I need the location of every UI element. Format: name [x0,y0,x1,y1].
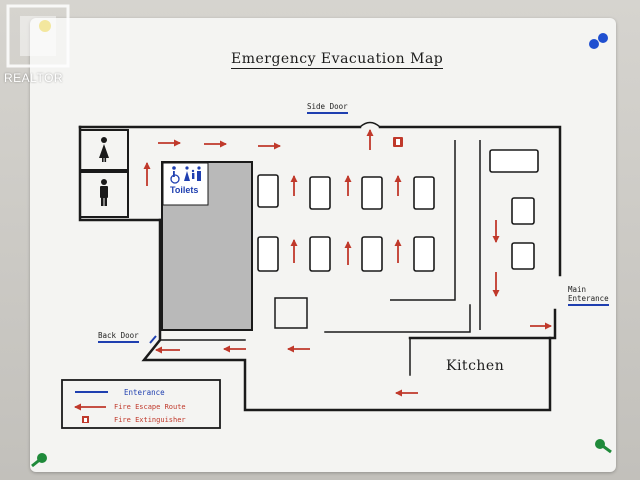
side-door-label: Side Door [307,102,348,114]
wheelchair-icon [170,166,180,184]
partitions [274,140,481,330]
man-icon [100,179,108,206]
entrance-doors [149,335,157,344]
walls [78,121,562,412]
realtor-logo-icon [6,4,70,68]
legend-fire-extinguisher: Fire Extinguisher [114,416,186,424]
toilet-rooms [79,129,253,331]
back-door-label: Back Door [98,331,139,343]
legend-fire-escape-route: Fire Escape Route [114,403,186,411]
kitchen-label: Kitchen [446,358,505,374]
tables [257,149,539,272]
realtor-watermark: REALTOR [4,71,64,85]
page-title: Emergency Evacuation Map [231,51,444,69]
family-icon [184,166,201,181]
main-entrance-label-line2: Enterance [568,294,609,306]
toilets-label: Toilets [170,185,199,195]
fire-extinguisher-icon [393,137,403,147]
push-pin-icon [31,20,612,468]
legend-entrance: Enterance [124,388,165,397]
fire-escape-route [143,129,552,397]
main-entrance-label-line1: Main [568,285,587,294]
legend-box [61,379,221,429]
woman-icon [99,137,109,162]
